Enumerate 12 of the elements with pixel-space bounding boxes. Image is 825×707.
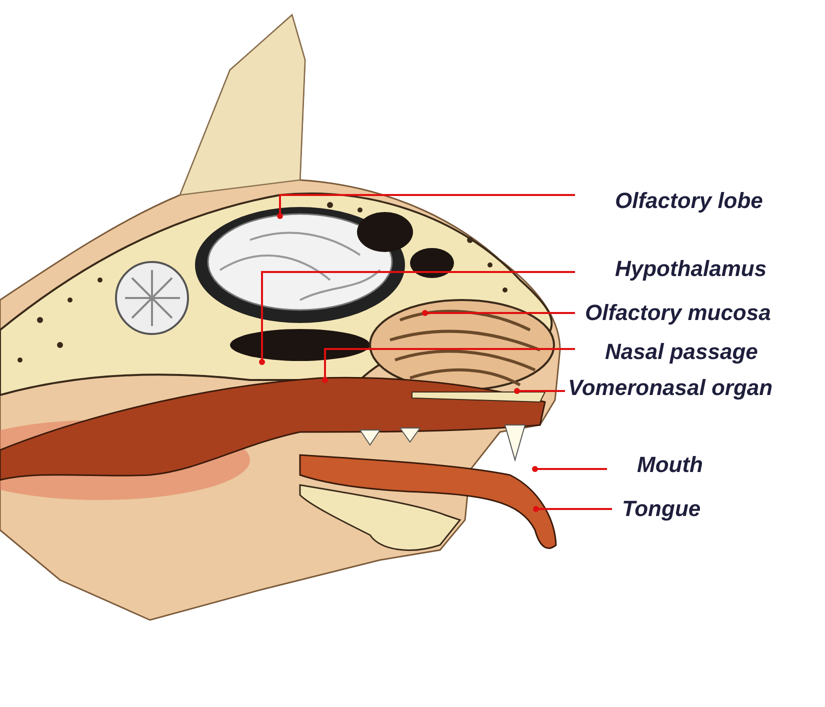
leader-line xyxy=(259,271,575,365)
part-label: Vomeronasal organ xyxy=(568,375,773,401)
leader-line xyxy=(533,506,612,512)
part-label: Hypothalamus xyxy=(615,256,767,282)
part-label: Nasal passage xyxy=(605,339,758,365)
leader-line xyxy=(532,466,607,472)
leader-line xyxy=(277,194,575,219)
part-label: Tongue xyxy=(622,496,701,522)
part-label: Olfactory mucosa xyxy=(585,300,771,326)
part-label: Olfactory lobe xyxy=(615,188,763,214)
leader-line xyxy=(422,310,575,316)
part-label: Mouth xyxy=(637,452,703,478)
